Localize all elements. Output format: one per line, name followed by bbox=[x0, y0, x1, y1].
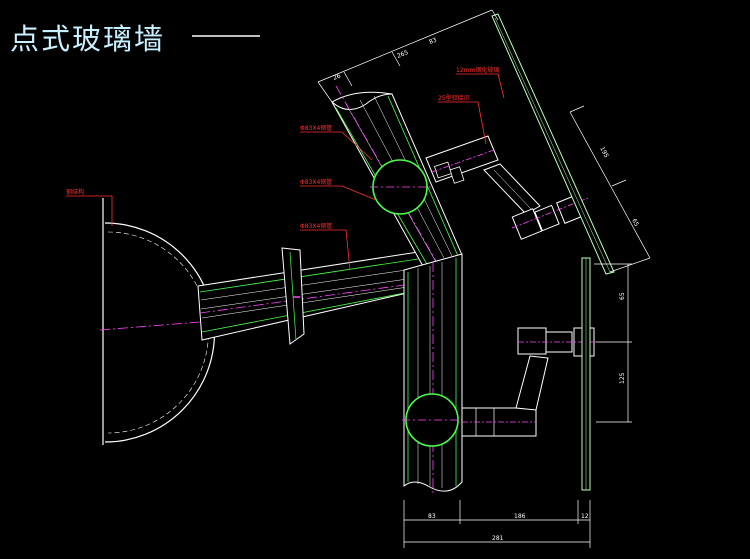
main-tube-lower bbox=[403, 253, 463, 496]
upper-spider-fitting bbox=[425, 135, 589, 240]
dim-bottom-total: 281 bbox=[492, 535, 504, 542]
drawing-title: 点式玻璃墙 bbox=[10, 22, 166, 56]
dimension-lines bbox=[317, 9, 651, 548]
lower-spider-fitting bbox=[461, 327, 596, 437]
dim-diag-a: 195 bbox=[598, 146, 610, 160]
dim-top-a: 26 bbox=[332, 72, 342, 81]
dim-bottom-a: 83 bbox=[428, 513, 436, 520]
lower-node bbox=[402, 393, 462, 447]
leaders bbox=[66, 73, 505, 271]
dim-bottom-c: 12 bbox=[581, 513, 589, 520]
glass-panel-lower bbox=[581, 257, 591, 491]
upper-node bbox=[370, 159, 432, 215]
dim-diag-b: 65 bbox=[630, 218, 640, 228]
dim-bottom-b: 186 bbox=[514, 513, 526, 520]
labels: 钢结构 12mm钢化玻璃 25型驳接爪 Φ83X4钢管 Φ83X4钢管 Φ83X… bbox=[66, 66, 499, 230]
label-tube-c: Φ83X4钢管 bbox=[300, 222, 332, 230]
dimension-values: 26 265 83 195 65 65 125 83 186 12 281 bbox=[332, 36, 640, 542]
left-wall bbox=[99, 198, 216, 445]
dim-top-c: 83 bbox=[428, 36, 438, 45]
support-arm bbox=[197, 247, 427, 345]
label-fitting-25: 25型驳接爪 bbox=[438, 94, 470, 102]
dim-top-b: 265 bbox=[396, 49, 409, 60]
dim-right-b: 125 bbox=[619, 372, 626, 384]
glass-panel-upper bbox=[491, 13, 615, 275]
label-left-wall: 钢结构 bbox=[66, 188, 84, 196]
title-rule bbox=[192, 35, 260, 37]
label-tube-b: Φ83X4钢管 bbox=[300, 178, 332, 186]
dim-right-a: 65 bbox=[619, 292, 626, 300]
label-tube-a: Φ83X4钢管 bbox=[300, 124, 332, 132]
label-glass-12mm: 12mm钢化玻璃 bbox=[456, 66, 499, 74]
